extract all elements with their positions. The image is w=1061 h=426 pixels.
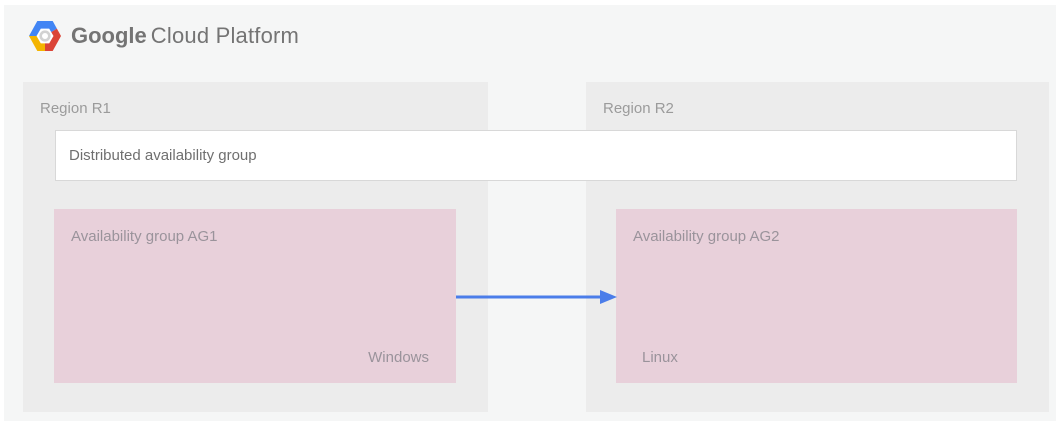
logo-brand-secondary: Cloud Platform <box>150 23 300 48</box>
availability-group-ag1-label: Availability group AG1 <box>71 228 218 245</box>
logo-brand-primary: Google <box>71 23 147 48</box>
distributed-availability-group-box: Distributed availability group <box>55 130 1017 181</box>
availability-group-ag2-box: Availability group AG2 Linux <box>616 209 1017 383</box>
distributed-availability-group-label: Distributed availability group <box>69 147 257 164</box>
gcp-hexagon-icon <box>29 21 61 51</box>
region-r1-label: Region R1 <box>40 100 111 117</box>
region-r2-label: Region R2 <box>603 100 674 117</box>
replication-arrow-icon <box>456 290 617 304</box>
availability-group-ag1-box: Availability group AG1 Windows <box>54 209 456 383</box>
availability-group-ag2-label: Availability group AG2 <box>633 228 780 245</box>
linux-os-label: Linux <box>642 349 678 366</box>
windows-os-label: Windows <box>368 349 429 366</box>
